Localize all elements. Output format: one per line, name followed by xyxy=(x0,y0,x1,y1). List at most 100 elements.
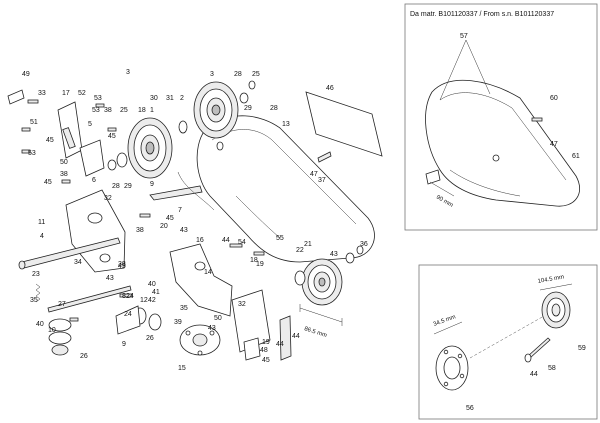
part-label-n45d: 45 xyxy=(166,215,174,222)
part-label-n54: 54 xyxy=(238,239,246,246)
part-label-n44a: 44 xyxy=(222,237,230,244)
part-label-n14: 14 xyxy=(204,269,212,276)
label-47-inset: 47 xyxy=(550,141,558,148)
belt-cover-new xyxy=(425,79,581,207)
label-61: 61 xyxy=(572,153,580,160)
part-label-n2: 2 xyxy=(180,95,184,102)
part-label-n50b: 50 xyxy=(214,315,222,322)
upper-bracket xyxy=(57,101,83,159)
part-label-n8: 8 xyxy=(122,293,126,300)
part-label-n47: 47 xyxy=(310,171,318,178)
part-label-n38c: 38 xyxy=(136,227,144,234)
part-label-n24a: 24 xyxy=(126,293,134,300)
part-label-n28c: 28 xyxy=(112,183,120,190)
part-label-n46: 46 xyxy=(326,85,334,92)
part-label-n50: 50 xyxy=(60,159,68,166)
main-exploded-view: 86.5 mm xyxy=(7,80,383,361)
part-label-n33: 33 xyxy=(38,90,46,97)
part-label-n29b: 29 xyxy=(124,183,132,190)
label-57: 57 xyxy=(460,33,468,40)
part-label-n18: 18 xyxy=(138,107,146,114)
inset-top: Da matr. B101120337 / From s.n. B1011203… xyxy=(404,3,598,231)
part-label-n6: 6 xyxy=(92,177,96,184)
part-label-n45f: 45 xyxy=(262,357,270,364)
part-label-n36: 36 xyxy=(360,241,368,248)
part-label-n45e: 45 xyxy=(118,263,126,270)
part-label-n35b: 35 xyxy=(180,305,188,312)
part-label-n4: 4 xyxy=(40,233,44,240)
part-label-n30: 30 xyxy=(150,95,158,102)
part-label-n24b: 24 xyxy=(124,311,132,318)
label-59: 59 xyxy=(578,345,586,352)
part-label-n40b: 40 xyxy=(36,321,44,328)
part-label-n45a: 45 xyxy=(108,133,116,140)
flange xyxy=(179,324,221,356)
inset-bottom-dim-2: 104.5 mm xyxy=(537,274,564,285)
inset-top-title: Da matr. B101120337 / From s.n. B1011203… xyxy=(410,11,554,18)
part-label-n38b: 38 xyxy=(60,171,68,178)
part-label-n28a: 28 xyxy=(234,71,242,78)
part-label-n7: 7 xyxy=(178,207,182,214)
part-label-n32: 32 xyxy=(104,195,112,202)
part-label-n43b: 43 xyxy=(330,251,338,258)
part-label-n29a: 29 xyxy=(244,105,252,112)
part-label-n48: 48 xyxy=(260,347,268,354)
part-label-n19: 19 xyxy=(256,261,264,268)
part-label-n45b: 45 xyxy=(46,137,54,144)
part-label-n40a: 40 xyxy=(148,281,156,288)
pulley-left xyxy=(127,117,173,179)
part-label-n37: 37 xyxy=(318,177,326,184)
part-label-n22: 22 xyxy=(296,247,304,254)
part-label-n53b: 53 xyxy=(94,95,102,102)
part-label-n35: 35 xyxy=(30,297,38,304)
part-label-n32b: 32 xyxy=(238,301,246,308)
sheet-49 xyxy=(7,89,25,105)
center-bracket xyxy=(169,243,233,317)
part-label-n38a: 38 xyxy=(104,107,112,114)
part-label-n43c: 43 xyxy=(106,275,114,282)
part-label-n41: 41 xyxy=(152,289,160,296)
inset-bottom: 34.5 mm 104.5 mm 56 44 58 59 xyxy=(418,264,598,420)
main-drive-pulley xyxy=(294,258,343,306)
part-label-n52: 52 xyxy=(78,90,86,97)
part-label-n27: 27 xyxy=(58,301,66,308)
part-label-n16: 16 xyxy=(196,237,204,244)
part-label-n5: 5 xyxy=(88,121,92,128)
part-label-n3a: 3 xyxy=(126,69,130,76)
part-label-n9b: 9 xyxy=(122,341,126,348)
part-label-n53a: 53 xyxy=(92,107,100,114)
part-label-n26b: 26 xyxy=(146,335,154,342)
label-56: 56 xyxy=(466,405,474,412)
part-label-n21: 21 xyxy=(304,241,312,248)
part-label-n31: 31 xyxy=(166,95,174,102)
label-58: 58 xyxy=(548,365,556,372)
label-60: 60 xyxy=(550,95,558,102)
part-label-n15: 15 xyxy=(178,365,186,372)
part-label-n12: 12 xyxy=(140,297,148,304)
part-label-n1: 1 xyxy=(150,107,154,114)
part-label-n11: 11 xyxy=(38,219,45,226)
part-label-n55: 55 xyxy=(276,235,284,242)
part-label-n10: 10 xyxy=(48,327,56,334)
pulley-right xyxy=(193,81,239,139)
part-label-n34: 34 xyxy=(74,259,82,266)
part-label-n44b: 44 xyxy=(276,341,284,348)
part-label-n25b: 25 xyxy=(120,107,128,114)
part-label-n3b: 3 xyxy=(210,71,214,78)
label-44: 44 xyxy=(530,371,538,378)
part-label-n38d: 38 xyxy=(118,261,126,268)
small-pulley xyxy=(541,291,571,329)
part-label-n49: 49 xyxy=(22,71,30,78)
part-label-n53c: 53 xyxy=(28,150,36,157)
part-label-n43a: 43 xyxy=(180,227,188,234)
part-label-n17: 17 xyxy=(62,90,70,97)
part-label-n19b: 19 xyxy=(262,339,270,346)
part-label-n25a: 25 xyxy=(252,71,260,78)
part-label-n51: 51 xyxy=(30,119,38,126)
part-label-n43d: 43 xyxy=(208,325,216,332)
part-label-n28b: 28 xyxy=(270,105,278,112)
part-label-n18b: 18 xyxy=(250,257,258,264)
sheet-46 xyxy=(305,91,383,157)
